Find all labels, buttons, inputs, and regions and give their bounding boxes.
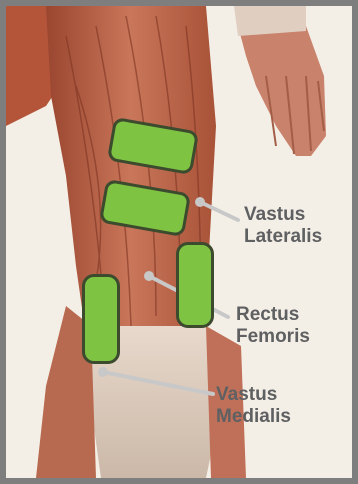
electrode-pad-3 [176,242,214,328]
label-rectus-femoris: Rectus Femoris [236,304,310,348]
wrist-shape [234,6,306,36]
electrode-pad-4 [82,274,120,364]
hand-shape [238,14,326,156]
label-vastus-lateralis: Vastus Lateralis [244,204,322,248]
anatomy-illustration: Vastus Lateralis Rectus Femoris Vastus M… [6,6,352,478]
label-vastus-medialis: Vastus Medialis [216,384,291,428]
